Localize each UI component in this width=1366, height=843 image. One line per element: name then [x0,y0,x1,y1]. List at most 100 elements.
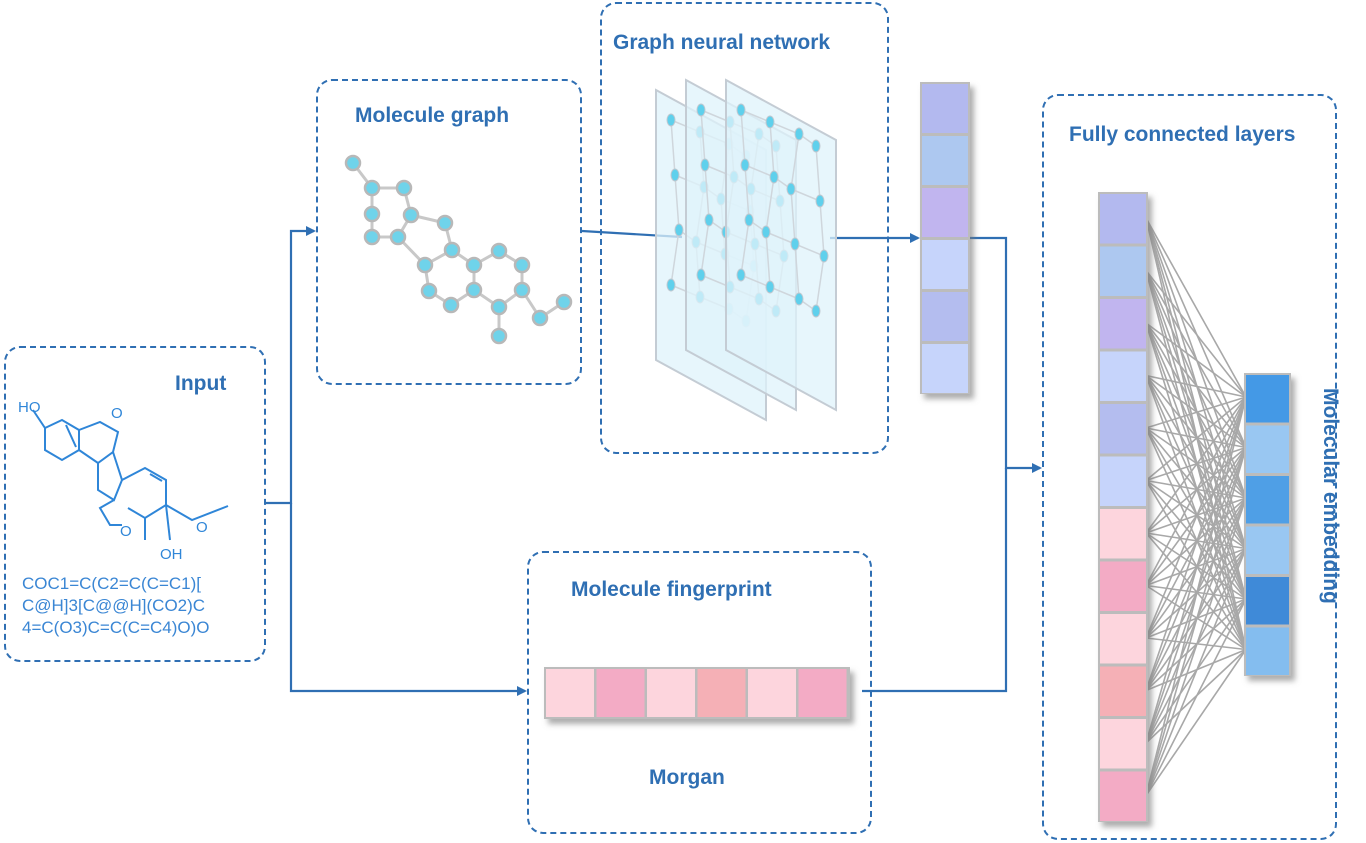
gnn-layers [655,78,837,422]
gnn-edge [740,274,771,288]
gnn-edge [744,164,750,221]
gnn-edge [769,286,800,300]
graph-node [442,296,460,314]
fc-connection [1145,374,1247,398]
oxygen-label: O [196,519,208,536]
fingerprint-cell [647,669,695,717]
gnn-vector-cell [922,344,968,393]
molecular-embedding-label: Molecular embedding [1319,388,1342,604]
gnn-node [670,168,680,182]
fc-connection [1145,396,1247,429]
gnn-title: Graph neural network [613,31,831,54]
fc-connection [1145,649,1247,796]
fc-connection [1145,447,1247,796]
gnn-node [696,268,706,282]
smiles-line: COC1=C(C2=C(C=C1)[ [22,574,202,593]
molecule-graph-drawing [344,154,573,345]
graph-node [513,281,531,299]
gnn-edge [704,164,710,221]
fc-input-cell [1100,666,1146,716]
fc-connection [1145,480,1247,650]
gnn-vector-cell [922,84,968,133]
embedding-cell [1246,577,1289,625]
fc-input-cell [1100,299,1146,349]
gnn-vector-cell [922,136,968,185]
fully-connected-box [1042,94,1337,840]
oh-label: OH [160,546,183,563]
graph-node [490,242,508,260]
gnn-node [666,278,676,292]
gnn-edge [700,219,710,276]
graph-node [344,154,362,172]
fc-input-cell [1100,351,1146,401]
gnn-node [811,304,821,318]
gnn-edge [744,164,775,178]
fc-input-cell [1100,246,1146,296]
gnn-edge [769,121,775,178]
embedding-cell [1246,375,1289,423]
gnn-node [736,103,746,117]
fc-connection [1145,497,1247,796]
gnn-edge [740,109,746,166]
gnn-edge [794,243,800,300]
graph-node [531,309,549,327]
embedding-cell [1246,526,1289,574]
gnn-node [740,158,750,172]
fc-connection [1145,375,1247,549]
gnn-edge [740,109,771,123]
graph-node [416,256,434,274]
graph-node [465,256,483,274]
fc-connections [1145,217,1247,796]
gnn-edge [765,231,796,245]
gnn-node [761,225,771,239]
fc-input-cell [1100,404,1146,454]
fingerprint-cell [596,669,645,717]
fingerprint-cell [697,669,746,717]
fingerprint-title: Molecule fingerprint [571,578,772,601]
gnn-layer-plane [725,78,837,412]
fc-connection [1145,396,1247,796]
graph-node [490,298,508,316]
graph-node [363,179,381,197]
fc-connection [1145,396,1247,691]
gnn-edge [670,119,676,176]
fc-input-cell [1100,719,1146,769]
gnn-node [769,170,779,184]
gnn-edge [769,121,800,135]
fc-connection [1145,322,1247,398]
gnn-edge [700,109,706,166]
fc-connection [1145,217,1247,398]
graph-node [490,327,508,345]
gnn-node [790,237,800,251]
smiles-string: COC1=C(C2=C(C=C1)[ C@H]3[C@@H](CO2)C 4=C… [22,573,210,639]
fc-connection [1145,427,1247,600]
gnn-edge [794,243,825,257]
gnn-edge [765,231,771,288]
gnn-node [674,223,684,237]
graph-node [465,281,483,299]
graph-node [436,214,454,232]
gnn-vector-cell [922,188,968,237]
smiles-line: C@H]3[C@@H](CO2)C [22,596,206,615]
gnn-node [666,113,676,127]
gnn-edge [815,255,825,312]
embedding-cell [1246,627,1289,675]
fc-input-cell [1100,561,1146,611]
graph-node [513,256,531,274]
graph-node [555,293,573,311]
oxygen-label: O [120,523,132,540]
gnn-edge [674,174,680,231]
gnn-node [765,115,775,129]
graph-node [420,282,438,300]
fingerprint-vector [544,667,850,719]
fingerprint-box [527,551,872,834]
input-molecule-bonds [32,409,229,541]
gnn-node [794,292,804,306]
gnn-edge [790,188,821,202]
gnn-output-vector [920,82,970,394]
graph-node [363,205,381,223]
gnn-node [811,139,821,153]
gnn-box [600,2,889,454]
gnn-edge [670,229,680,286]
